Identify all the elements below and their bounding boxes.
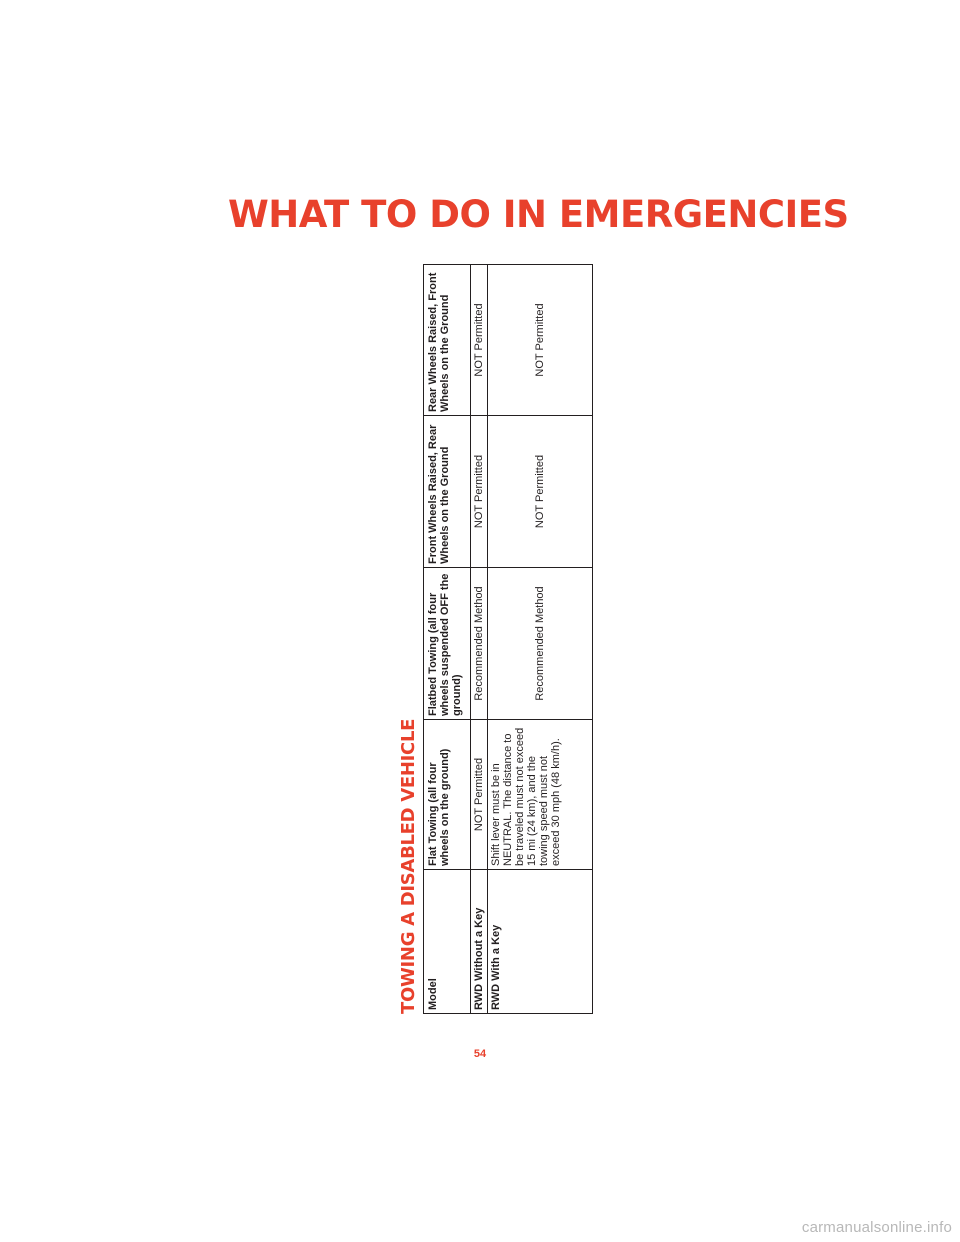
row-flat-towing: NOT Permitted	[470, 720, 487, 870]
page-title: WHAT TO DO IN EMERGENCIES	[228, 193, 849, 236]
row-flatbed-towing: Recommended Method	[470, 568, 487, 720]
row-front-wheels-raised: NOT Permitted	[487, 416, 592, 568]
row-rear-wheels-raised: NOT Permitted	[487, 265, 592, 416]
table-row: RWD With a Key Shift lever must be in NE…	[487, 265, 592, 1013]
header-front-wheels-raised: Front Wheels Raised, Rear Wheels on the …	[424, 416, 470, 568]
table-header-row: Model Flat Towing (all four wheels on th…	[424, 265, 471, 1013]
table-row: RWD Without a Key NOT Permitted Recommen…	[470, 265, 488, 1013]
row-model: RWD With a Key	[490, 924, 502, 1010]
row-model: RWD Without a Key	[473, 907, 485, 1010]
section-title: TOWING A DISABLED VEHICLE	[398, 718, 419, 1014]
row-front-wheels-raised: NOT Permitted	[470, 416, 487, 568]
header-flatbed-towing: Flatbed Towing (all four wheels suspende…	[424, 568, 470, 720]
watermark: carmanualsonline.info	[801, 1219, 952, 1236]
row-rear-wheels-raised: NOT Permitted	[470, 265, 487, 416]
header-model: Model	[427, 978, 439, 1010]
header-flat-towing: Flat Towing (all four wheels on the grou…	[424, 720, 470, 870]
header-rear-wheels-raised: Rear Wheels Raised, Front Wheels on the …	[424, 265, 470, 416]
page-number: 54	[473, 1048, 487, 1060]
towing-section: TOWING A DISABLED VEHICLE Model Flat Tow…	[397, 264, 597, 1014]
towing-table: Model Flat Towing (all four wheels on th…	[423, 264, 593, 1014]
row-flat-towing: Shift lever must be in NEUTRAL. The dist…	[487, 720, 592, 870]
row-flatbed-towing: Recommended Method	[487, 568, 592, 720]
